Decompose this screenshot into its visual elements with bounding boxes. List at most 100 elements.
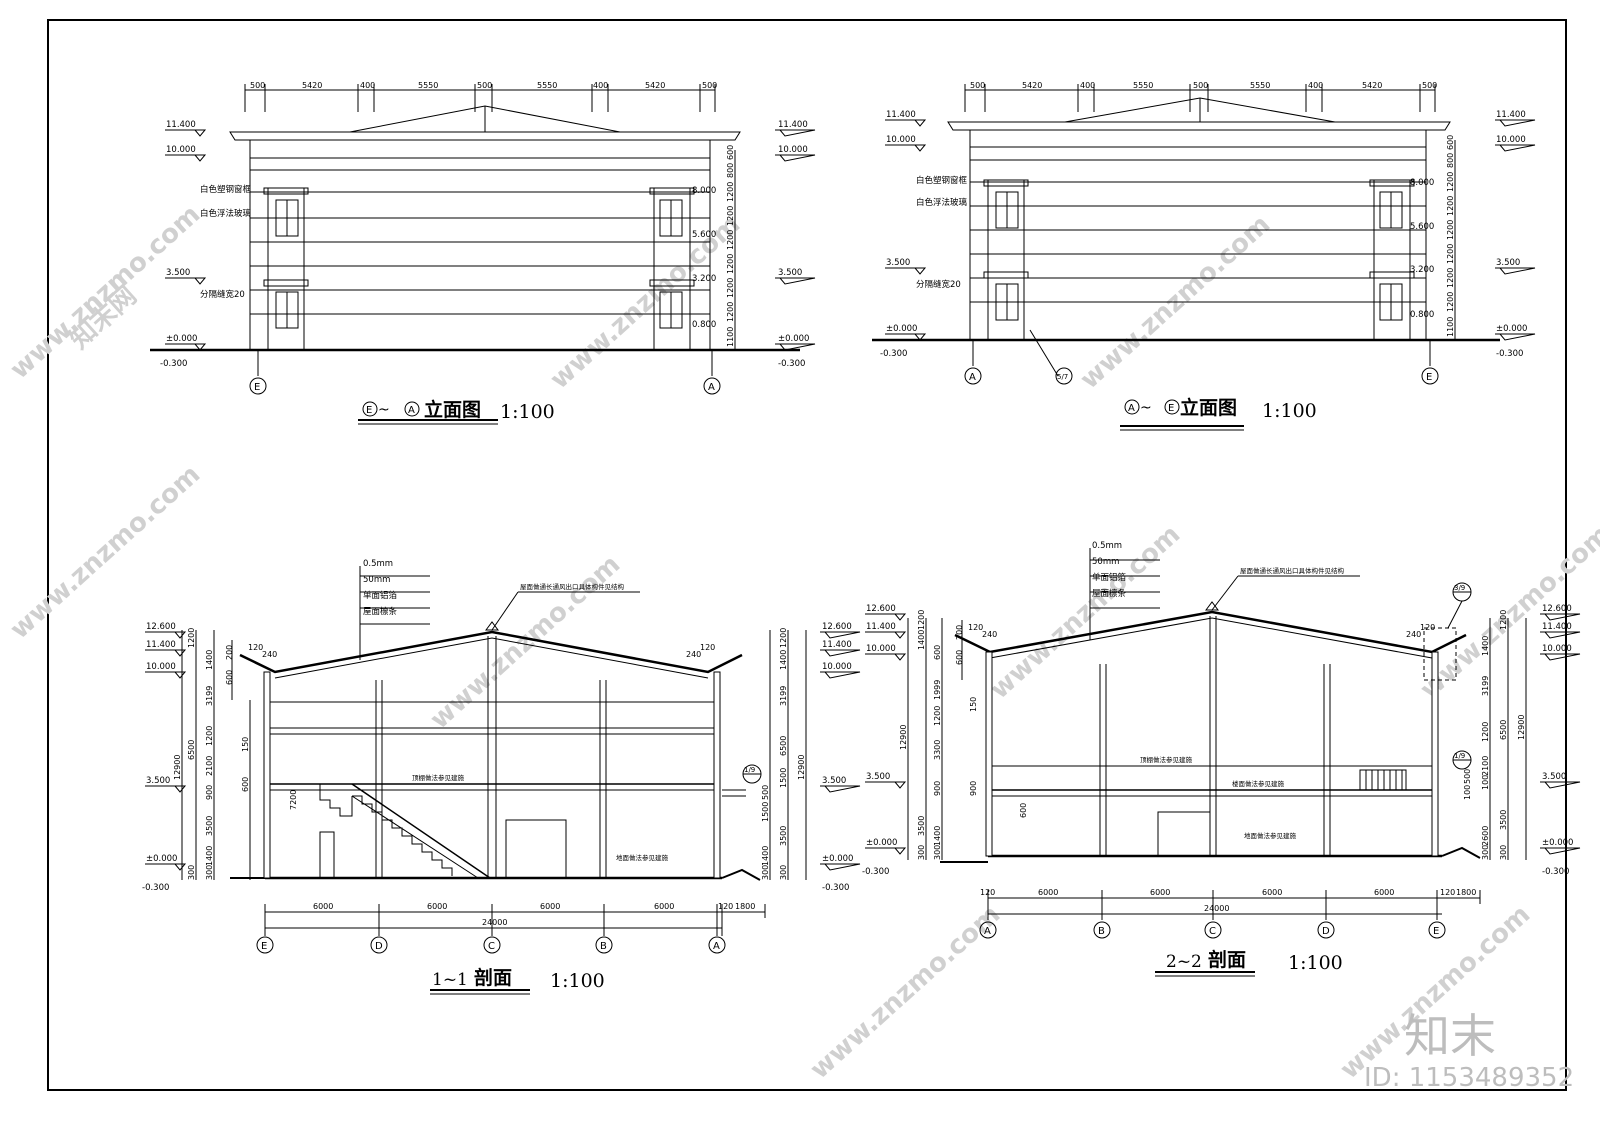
axis-bubble: B [1098, 926, 1105, 937]
axis-bubble: E [254, 382, 260, 393]
bay-dim: 6000 [313, 902, 333, 911]
bay-dim: 6000 [1150, 888, 1170, 897]
dim-label: 1200 [1446, 244, 1455, 264]
dim-label: 600 [955, 650, 964, 665]
level-label: 3.500 [778, 268, 802, 278]
tilde: ~ [1140, 400, 1152, 416]
dim-label: 3199 [205, 686, 214, 706]
bay-dim: 6000 [540, 902, 560, 911]
bay-dim: 1800 [735, 902, 755, 911]
elevation-a-e-labels: 500 5420 400 5550 500 5550 400 5420 500 … [880, 81, 1527, 422]
dim-label: 1500 [761, 802, 770, 822]
dim-label: 12900 [899, 725, 908, 750]
dim-label: 3300 [933, 740, 942, 760]
level-label: 11.400 [822, 640, 852, 650]
dim-label: 600 [933, 645, 942, 660]
dim-label: 5550 [537, 81, 557, 90]
dim-label: 1200 [1446, 268, 1455, 288]
section-number: 1~1 [432, 970, 468, 990]
dim-label: 300 [1499, 845, 1508, 860]
level-label: 5.600 [692, 230, 716, 240]
dim-label: 300 [779, 865, 788, 880]
note-label: 白色浮法玻璃 [916, 197, 968, 208]
level-label: 3.500 [146, 776, 170, 786]
level-label: 3.500 [886, 258, 910, 268]
drawing-title: 剖面 [474, 966, 512, 989]
axis-bubble: E [1433, 926, 1439, 937]
dim-label: 900 [969, 781, 978, 796]
dim-label: 5550 [1250, 81, 1270, 90]
dim-label: 240 [262, 650, 277, 659]
dim-label: 1200 [779, 628, 788, 648]
section-2-2-labels: 0.5mm 50mm 单面铝箔 屋面檩条 屋面做通长通风出口具体构件见结构 12… [862, 541, 1573, 974]
dim-label: 100 [1481, 775, 1490, 790]
detail-ref: 1/9 [1454, 752, 1465, 760]
bay-dim: 6000 [654, 902, 674, 911]
level-label: 10.000 [778, 145, 808, 155]
dim-label: 600 [726, 145, 735, 160]
dim-label: 3500 [205, 816, 214, 836]
level-label: 5.600 [1410, 222, 1434, 232]
dim-label: 500 [761, 785, 770, 800]
bay-dim: 6000 [1262, 888, 1282, 897]
dim-label: 1400 [761, 846, 770, 866]
dim-label: 150 [969, 697, 978, 712]
dim-label: 900 [933, 781, 942, 796]
dim-label: 800 [726, 163, 735, 178]
level-label: 12.600 [866, 604, 896, 614]
dim-label: 500 [250, 81, 265, 90]
detail-ref: 1/9 [744, 766, 755, 774]
dim-label: 200 [955, 625, 964, 640]
level-label: ±0.000 [886, 324, 917, 334]
axis-bubble: D [375, 941, 383, 952]
level-label: ±0.000 [866, 838, 897, 848]
dim-label: 1200 [726, 278, 735, 298]
dim-label: 12900 [797, 755, 806, 780]
dim-label: 400 [360, 81, 375, 90]
dim-label: 500 [477, 81, 492, 90]
dim-label: 1999 [933, 680, 942, 700]
axis-bubble: A [708, 382, 715, 393]
layer-label: 屋面檩条 [363, 606, 398, 617]
elevation-a-e [872, 84, 1536, 431]
level-label: 11.400 [778, 120, 808, 130]
floor-note: 顶棚做法参见建施 [1140, 755, 1193, 764]
dim-label: 600 [225, 670, 234, 685]
layer-label: 单面铝箔 [363, 590, 398, 601]
level-label: 11.400 [1542, 622, 1572, 632]
watermark-text: www.znzmo.com [5, 459, 207, 645]
total-dim: 24000 [482, 918, 507, 927]
drawing-title: 立面图 [424, 398, 481, 421]
dim-label: 6500 [1499, 720, 1508, 740]
drawing-title: 剖面 [1208, 948, 1246, 971]
dim-label: 120 [700, 643, 715, 652]
dim-label: 500 [1422, 81, 1437, 90]
dim-label: 1200 [917, 610, 926, 630]
dim-label: 1200 [726, 254, 735, 274]
level-label: 0.800 [692, 320, 716, 330]
dim-label: 2100 [1481, 756, 1490, 776]
dim-label: 300 [205, 865, 214, 880]
dim-label: 500 [702, 81, 717, 90]
level-label: ±0.000 [146, 854, 177, 864]
layer-label: 屋面檩条 [1092, 588, 1127, 599]
level-label: 3.500 [866, 772, 890, 782]
level-label: 8.000 [1410, 178, 1434, 188]
dim-label: 1200 [205, 726, 214, 746]
dim-label: 1200 [1446, 220, 1455, 240]
note-label: 分隔缝宽20 [200, 289, 245, 300]
dim-label: 240 [982, 630, 997, 639]
level-label: 11.400 [1496, 110, 1526, 120]
dim-label: 1400 [205, 650, 214, 670]
dim-label: 6500 [187, 740, 196, 760]
dim-label: 3500 [779, 826, 788, 846]
level-label: 12.600 [146, 622, 176, 632]
section-1-1-labels: 0.5mm 50mm 单面铝箔 屋面檩条 屋面做通长通风出口具体构件见结构 12… [142, 559, 853, 992]
bay-dim: 6000 [427, 902, 447, 911]
dim-label: 300 [917, 845, 926, 860]
axis-bubble: A [969, 372, 976, 383]
watermark-text: www.znzmo.com [805, 899, 1007, 1085]
axis-bubble: E [1426, 372, 1432, 383]
watermark-text: www.znzmo.com [425, 549, 627, 735]
